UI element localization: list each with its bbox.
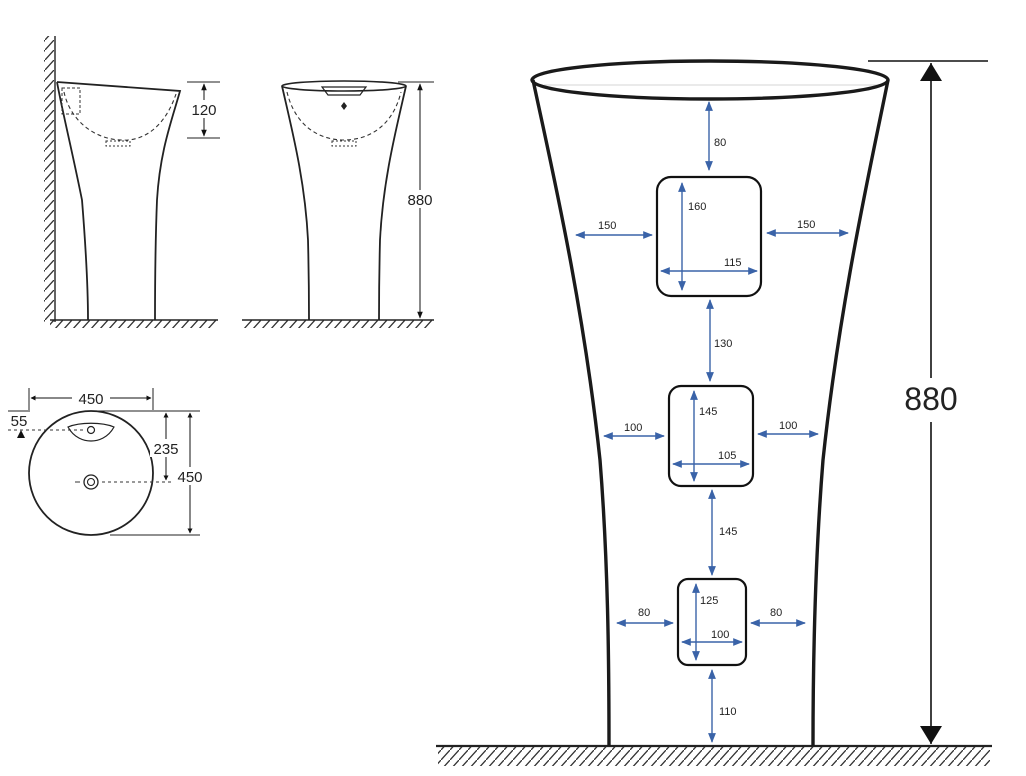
side-bowl-dashed: [63, 91, 177, 141]
side-body-outline: [56, 81, 182, 321]
front-body-outline: [281, 85, 407, 321]
cutout-middle-width-label: 105: [718, 450, 736, 462]
cutout-top-outline: [655, 175, 763, 298]
wall-hatch: [44, 36, 54, 322]
main-floor-hatch: [438, 746, 990, 766]
top-depth-label: 450: [177, 469, 202, 486]
front-floor-hatch: [244, 320, 432, 328]
front-height-label: 880: [407, 192, 432, 209]
cutout-middle-height-label: 145: [699, 406, 717, 418]
top-overflow-offset-label: 55: [11, 413, 28, 430]
main-rim: [530, 59, 890, 101]
mid-left-margin-label: 100: [624, 422, 642, 434]
cutout-bottom-height-label: 125: [700, 595, 718, 607]
overall-height-arrow-bottom: [920, 726, 942, 744]
front-rim: [281, 80, 407, 92]
cutout-bottom-width-label: 100: [711, 629, 729, 641]
top-width-label: 450: [78, 391, 103, 408]
top-left-margin-label: 150: [598, 220, 616, 232]
top-view: 450 450 235 55: [8, 388, 206, 536]
gap-top-mid-label: 130: [714, 338, 732, 350]
front-drain-dashed: [331, 140, 357, 147]
front-overflow-hole: [341, 102, 347, 110]
cutout-top-width-label: 115: [724, 257, 742, 269]
cutout-middle-outline: [667, 384, 755, 488]
side-floor-hatch: [50, 320, 216, 328]
top-gap-label: 80: [714, 137, 726, 149]
main-body-outline: [531, 79, 890, 747]
front-overflow-slot: [320, 86, 368, 96]
side-overflow-dashed: [61, 87, 81, 115]
mid-right-margin-label: 100: [779, 420, 797, 432]
front-view: 880: [242, 80, 435, 328]
overall-height-arrow-top: [920, 63, 942, 81]
cutout-top: 160 115: [655, 175, 763, 298]
top-overflow-hole: [86, 425, 96, 435]
cutout-middle: 145 105: [667, 384, 755, 488]
bot-right-margin-label: 80: [770, 607, 782, 619]
front-bowl-dashed: [286, 91, 402, 141]
gap-mid-bottom-label: 145: [719, 526, 737, 538]
top-overflow-outline: [67, 422, 115, 442]
side-depth-label: 120: [191, 102, 216, 119]
top-drain-inner: [86, 477, 96, 487]
cutout-bottom-outline: [676, 577, 748, 667]
top-overflow-dim-arrow: [17, 430, 25, 438]
top-right-margin-label: 150: [797, 219, 815, 231]
cutout-bottom: 125 100: [676, 577, 748, 667]
top-basin-outline: [28, 410, 154, 536]
bot-left-margin-label: 80: [638, 607, 650, 619]
bottom-gap-label: 110: [719, 706, 737, 718]
side-drain-dashed: [105, 140, 131, 147]
overall-height-label: 880: [904, 381, 957, 417]
top-drain-outer: [83, 474, 99, 490]
cutout-top-height-label: 160: [688, 201, 706, 213]
side-view: 120: [44, 36, 220, 328]
top-drain-offset-label: 235: [153, 441, 178, 458]
main-view: 160 115 80 150 150 130 145 105 100 100 1…: [436, 59, 992, 766]
